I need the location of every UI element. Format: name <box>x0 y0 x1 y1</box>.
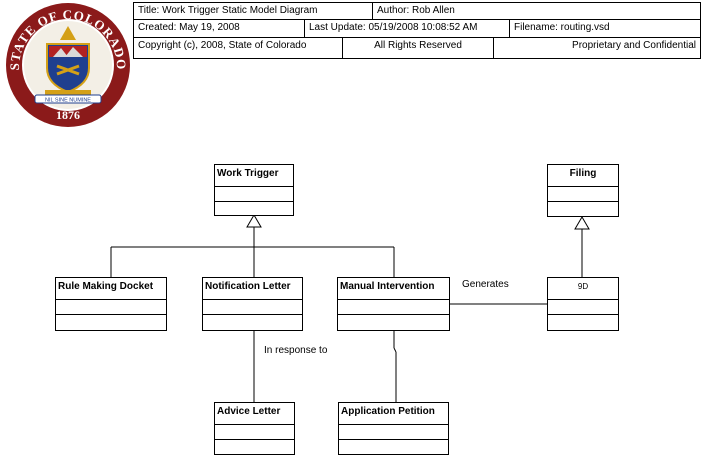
class-operations <box>215 202 293 216</box>
confidential-cell: Proprietary and Confidential <box>493 37 701 59</box>
seal-year: 1876 <box>56 108 80 122</box>
class-name: Work Trigger <box>215 165 293 187</box>
class-operations <box>215 440 294 454</box>
class-pd[interactable]: 9D <box>547 277 619 331</box>
inheritance-arrowhead-work-trigger <box>246 214 262 228</box>
class-attributes <box>203 300 302 315</box>
class-attributes <box>56 300 166 315</box>
class-manual-intervention[interactable]: Manual Intervention <box>337 277 450 331</box>
class-attributes <box>548 300 618 315</box>
class-application-petition[interactable]: Application Petition <box>338 402 449 455</box>
class-attributes <box>215 425 294 440</box>
class-name: Manual Intervention <box>338 278 449 300</box>
class-attributes <box>548 187 618 202</box>
class-name: Rule Making Docket <box>56 278 166 300</box>
class-attributes <box>339 425 448 440</box>
class-work-trigger[interactable]: Work Trigger <box>214 164 294 216</box>
class-operations <box>339 440 448 454</box>
class-operations <box>203 315 302 329</box>
class-name: Filing <box>548 165 618 187</box>
in-response-to-label: In response to <box>264 345 328 356</box>
inheritance-arrowhead-filing <box>574 216 590 230</box>
class-filing[interactable]: Filing <box>547 164 619 217</box>
class-operations <box>338 315 449 329</box>
class-operations <box>56 315 166 329</box>
class-name: Application Petition <box>339 403 448 425</box>
class-name: Advice Letter <box>215 403 294 425</box>
class-attributes <box>215 187 293 202</box>
class-operations <box>548 202 618 216</box>
colorado-state-seal: STATE OF COLORADO NIL SINE NUMINE 1876 <box>6 3 130 127</box>
class-rule-making-docket[interactable]: Rule Making Docket <box>55 277 167 331</box>
class-name: 9D <box>548 278 618 300</box>
class-operations <box>548 315 618 329</box>
generates-label: Generates <box>462 279 509 290</box>
class-name: Notification Letter <box>203 278 302 300</box>
class-advice-letter[interactable]: Advice Letter <box>214 402 295 455</box>
seal-motto: NIL SINE NUMINE <box>45 98 91 104</box>
class-attributes <box>338 300 449 315</box>
class-notification-letter[interactable]: Notification Letter <box>202 277 303 331</box>
